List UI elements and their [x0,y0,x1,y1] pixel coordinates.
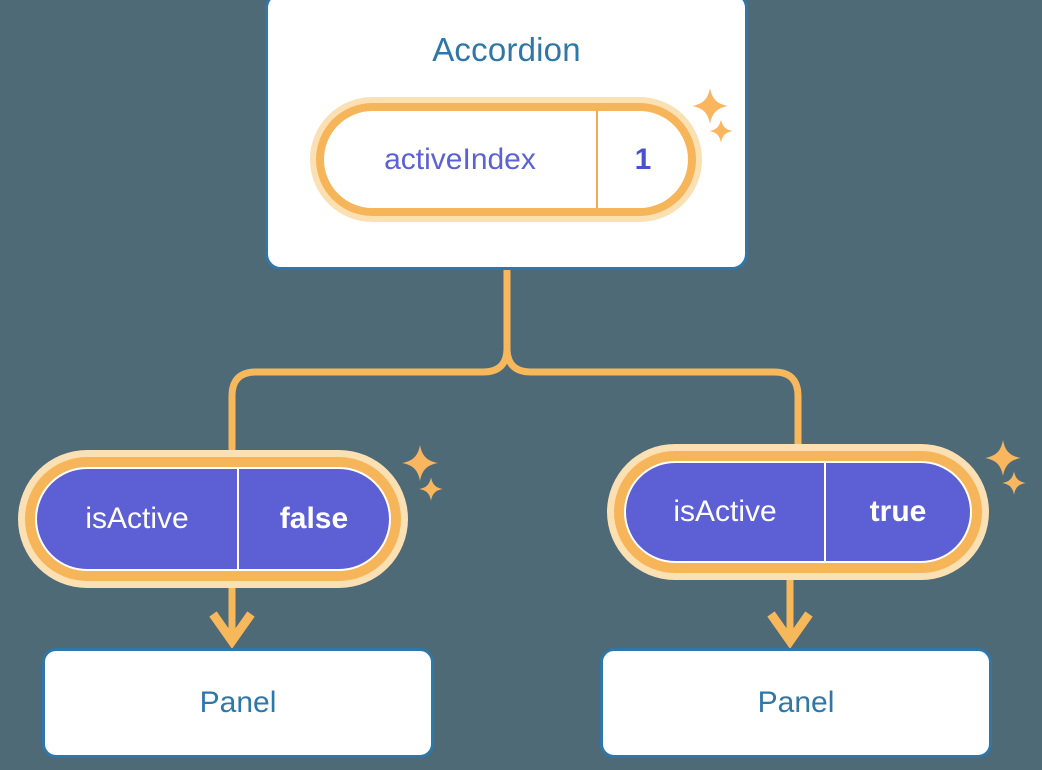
arrow-down-icon-right [767,611,813,649]
sparkle-icon-left-large [400,443,440,483]
state-value-label: 1 [596,111,688,208]
state-key-label: isActive [673,495,777,528]
sparkle-icon-right-large [983,438,1023,478]
sparkle-icon-right-small [1001,470,1027,496]
pill-body: isActive false [35,467,391,571]
panel-title-right: Panel [757,686,835,719]
state-badge-is-active-true[interactable]: isActive true [607,444,989,580]
pill-body: activeIndex 1 [324,111,688,208]
panel-component-card-left[interactable]: Panel [42,648,434,758]
state-value-label: false [237,469,389,569]
panel-component-card-right[interactable]: Panel [600,648,992,758]
state-key-label: activeIndex [384,142,536,176]
arrow-down-icon-left [209,611,255,649]
state-badge-active-index[interactable]: activeIndex 1 [310,97,702,222]
connector-right-branch [503,266,802,448]
state-key-label: isActive [85,502,189,535]
page-title: Accordion [432,31,581,68]
sparkle-icon-left-small [418,476,444,502]
pill-body: isActive true [624,461,972,563]
state-value-label: true [824,463,970,561]
state-badge-is-active-false[interactable]: isActive false [18,450,408,588]
connector-left-branch [228,266,511,454]
panel-title-left: Panel [199,686,277,719]
